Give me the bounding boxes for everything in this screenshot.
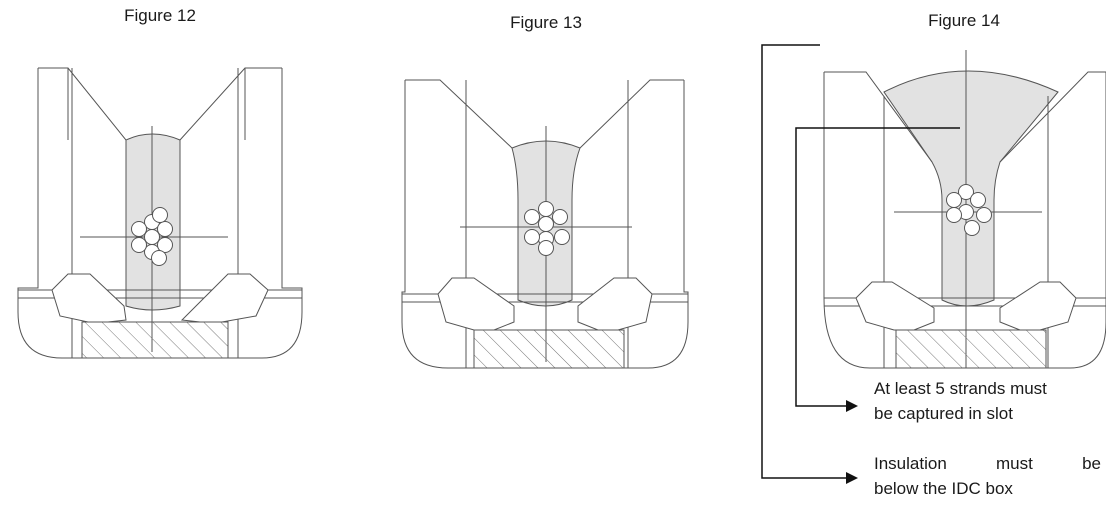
callout-insulation-line1: Insulation must be [874, 451, 1101, 476]
callout-word: must [996, 454, 1033, 473]
idc-hatch-box [473, 329, 625, 369]
callout-strands-line2: be captured in slot [874, 404, 1013, 423]
wire-strands [524, 201, 570, 256]
callout-word: Insulation [874, 454, 947, 473]
wire-strands [946, 184, 992, 236]
figure-13-caption: Figure 13 [510, 13, 582, 32]
callout-word: be [1082, 454, 1101, 473]
callout-strands-note: At least 5 strands must be captured in s… [874, 376, 1102, 426]
callout-arrowheads [846, 400, 858, 484]
idc-hatch-box [81, 321, 229, 359]
idc-hatch-box [895, 329, 1047, 369]
callout-lines [761, 44, 960, 479]
callout-insulation-note: Insulation must be below the IDC box [874, 451, 1102, 501]
figure-13-drawing [401, 79, 689, 369]
callout-insulation-line2: below the IDC box [874, 479, 1013, 498]
figure-12-drawing [17, 67, 303, 359]
figure-12-caption: Figure 12 [124, 6, 196, 25]
wire-strands [131, 207, 173, 266]
figure-14-caption: Figure 14 [928, 11, 1000, 30]
callout-strands-line1: At least 5 strands must [874, 379, 1047, 398]
figure-14-drawing [823, 50, 1106, 369]
